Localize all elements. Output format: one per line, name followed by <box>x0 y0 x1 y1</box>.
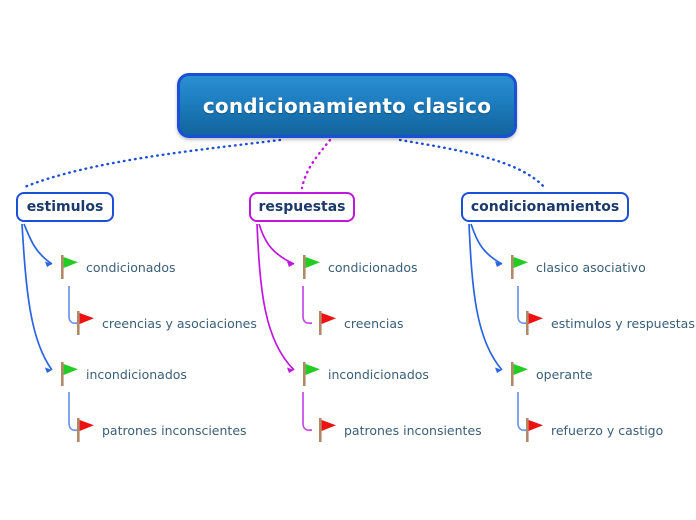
leaf-item[interactable]: patrones inconsientes <box>316 417 482 443</box>
leaf-item[interactable]: creencias <box>316 310 404 336</box>
root-to-condicionamientos-connector <box>398 138 547 190</box>
leaf-label: refuerzo y castigo <box>551 422 664 438</box>
respuestas-to-item-0-arrow <box>287 261 294 267</box>
leaf-label: estimulos y respuestas <box>551 315 695 331</box>
leaf-label: clasico asociativo <box>536 259 646 275</box>
respuestas-to-item-2-connector <box>256 223 295 371</box>
estimulos-to-item-0-arrow <box>45 261 52 267</box>
respuestas-to-item-2-arrow <box>287 367 294 373</box>
green-flag-icon <box>303 255 320 279</box>
leaf-label: patrones inconscientes <box>102 422 247 438</box>
leaf-item[interactable]: condicionados <box>300 254 418 280</box>
leaf-item[interactable]: refuerzo y castigo <box>523 417 663 443</box>
branch-node-estimulos[interactable]: estimulos <box>16 192 114 222</box>
leaf-item[interactable]: clasico asociativo <box>508 254 646 280</box>
branch-node-label: estimulos <box>26 199 104 215</box>
red-flag-icon <box>319 311 336 335</box>
leaf-item[interactable]: operante <box>508 361 593 387</box>
green-flag-icon <box>303 362 320 386</box>
respuestas-item-2-to-item-3-connector <box>302 392 313 432</box>
condicionamientos-to-item-2-connector <box>468 223 503 371</box>
red-flag-icon <box>77 311 94 335</box>
green-flag-icon <box>61 255 78 279</box>
branch-node-label: respuestas <box>258 199 346 215</box>
root-node-label: condicionamiento clasico <box>202 93 492 118</box>
red-flag-icon <box>77 418 94 442</box>
red-flag-icon <box>319 418 336 442</box>
green-flag-icon <box>61 362 78 386</box>
leaf-label: operante <box>536 366 593 382</box>
leaf-label: incondicionados <box>328 366 429 382</box>
leaf-label: condicionados <box>328 259 418 275</box>
respuestas-to-item-0-connector <box>258 223 295 265</box>
leaf-item[interactable]: creencias y asociaciones <box>74 310 257 336</box>
leaf-item[interactable]: estimulos y respuestas <box>523 310 695 336</box>
root-to-respuestas-connector <box>300 138 332 190</box>
red-flag-icon <box>526 311 543 335</box>
leaf-item[interactable]: incondicionados <box>300 361 429 387</box>
leaf-label: creencias <box>344 315 404 331</box>
root-node[interactable]: condicionamiento clasico <box>177 73 517 138</box>
green-flag-icon <box>511 255 528 279</box>
branch-node-respuestas[interactable]: respuestas <box>249 192 355 222</box>
estimulos-to-item-0-connector <box>23 223 53 265</box>
condicionamientos-to-item-0-connector <box>470 223 503 265</box>
leaf-item[interactable]: condicionados <box>58 254 176 280</box>
estimulos-to-item-2-arrow <box>45 367 52 373</box>
leaf-label: creencias y asociaciones <box>102 315 257 331</box>
branch-node-label: condicionamientos <box>470 199 620 215</box>
root-to-estimulos-connector <box>20 138 282 190</box>
leaf-item[interactable]: patrones inconscientes <box>74 417 247 443</box>
red-flag-icon <box>526 418 543 442</box>
condicionamientos-to-item-0-arrow <box>495 261 502 267</box>
leaf-label: incondicionados <box>86 366 187 382</box>
respuestas-item-0-to-item-1-connector <box>302 286 313 325</box>
leaf-label: condicionados <box>86 259 176 275</box>
leaf-label: patrones inconsientes <box>344 422 482 438</box>
branch-node-condicionamientos[interactable]: condicionamientos <box>461 192 629 222</box>
condicionamientos-to-item-2-arrow <box>495 367 502 373</box>
estimulos-to-item-2-connector <box>21 223 53 371</box>
leaf-item[interactable]: incondicionados <box>58 361 187 387</box>
green-flag-icon <box>511 362 528 386</box>
